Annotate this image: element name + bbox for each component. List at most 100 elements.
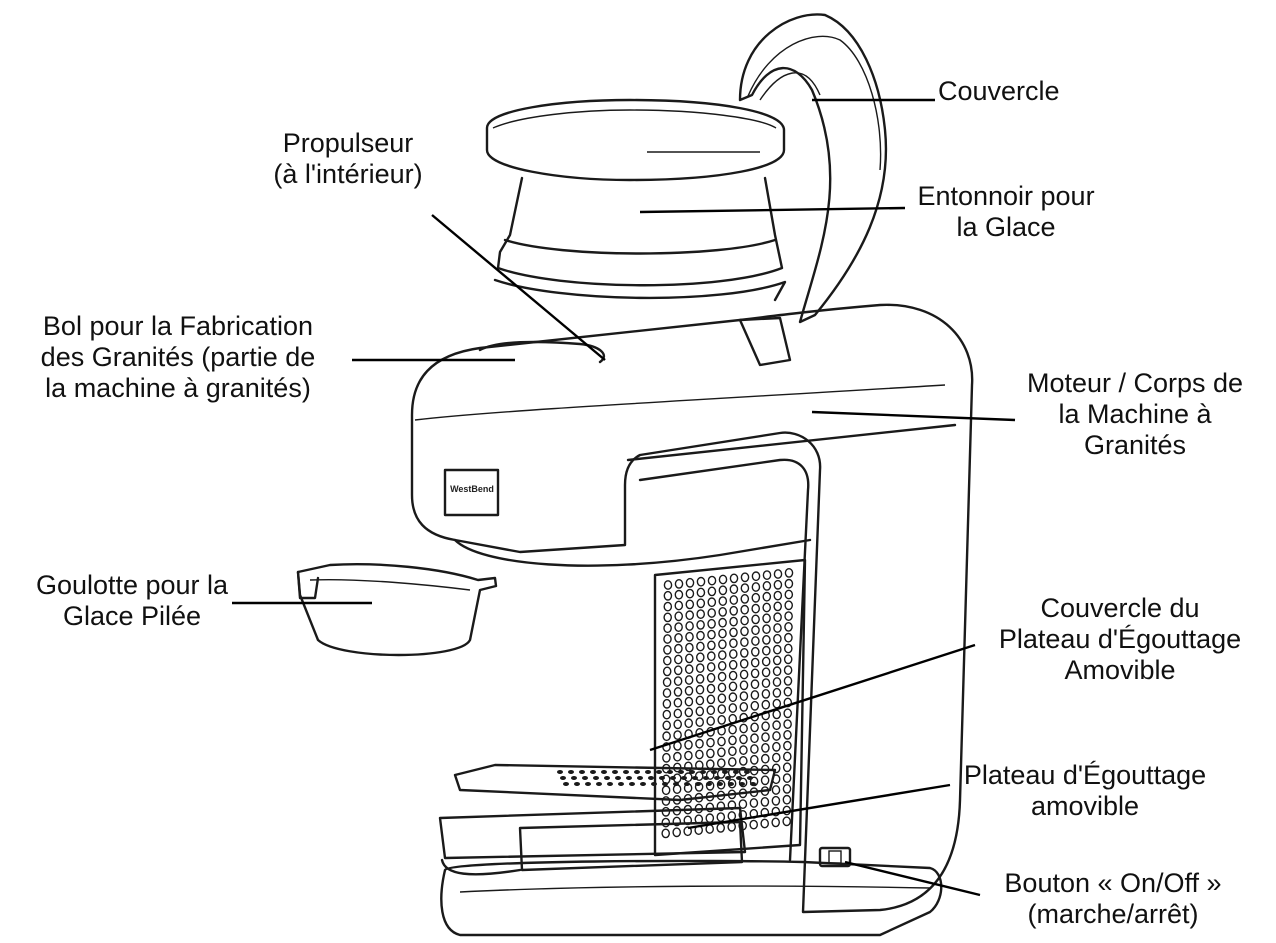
perforation-hole [695,695,705,706]
perforation-hole [728,735,737,746]
perforation-hole [662,709,672,720]
perforation-hole [673,665,683,676]
grille-hole [634,770,640,774]
perforation-hole [761,710,771,721]
perforation-hole [783,708,793,719]
perforation-hole [717,671,727,682]
grille-hole [656,770,662,774]
perforation-hole [772,677,782,687]
perforation-hole [751,614,760,625]
perforation-hole [696,620,705,630]
switch-drawing [818,846,852,868]
perforation-hole [717,758,726,768]
perforation-hole [728,670,738,681]
perforation-hole [750,690,760,700]
perforation-hole [663,590,673,601]
perforation-hole [772,709,782,720]
grille-hole [678,770,684,774]
label-couvercle-plateau: Couvercle du Plateau d'Égouttage Amovibl… [998,593,1242,685]
perforation-hole [739,669,749,680]
perforation-hole [761,732,770,742]
perforation-hole [739,723,748,734]
perforation-hole [729,627,738,638]
perforation-hole [751,636,760,646]
perforation-hole [772,752,781,763]
perforation-hole [696,576,706,587]
perforation-hole [761,743,770,753]
perforation-hole [672,784,682,794]
label-goulotte: Goulotte pour la Glace Pilée [35,570,229,631]
grille-hole [684,782,690,786]
perforation-hole [662,752,671,763]
grille-hole [662,782,668,786]
perforation-hole [727,821,737,832]
perforation-hole [674,589,684,600]
perforation-hole [685,653,694,664]
perforation-hole [716,812,726,822]
grille-hole [607,782,613,786]
grille-hole [714,776,720,780]
perforation-hole [696,598,706,609]
grille-hole [557,770,563,774]
perforation-hole [716,801,726,812]
perforation-hole [773,601,783,612]
grille-hole [739,782,745,786]
perforation-hole [706,694,716,705]
grille-hole [568,770,574,774]
perforation-hole [749,798,759,808]
perforation-hole [761,689,771,699]
body-drawing [410,303,974,914]
perforation-hole [684,718,694,729]
perforation-hole [707,629,716,640]
perforation-hole [706,748,715,759]
perforation-hole [773,623,782,633]
perforation-hole [661,828,671,839]
perforation-hole [783,676,793,686]
perforation-hole [718,639,727,650]
perforation-hole [695,706,705,717]
perforation-hole [784,611,793,621]
perforation-hole [706,705,716,716]
perforation-hole [684,761,693,772]
funnel-drawing [485,98,787,302]
perforation-hole [740,637,749,647]
perforation-hole [674,633,683,643]
perforation-hole [772,655,782,666]
perforation-hole [773,579,783,590]
perforation-hole [685,588,695,599]
perforation-hole [672,816,682,827]
perforation-hole [661,785,671,796]
perforated-panel-drawing [653,558,807,857]
perforation-hole [762,635,771,645]
perforation-hole [717,661,727,671]
perforation-hole [707,618,716,629]
perforation-hole [773,612,782,623]
perforation-hole [729,584,739,595]
perforation-hole [751,592,761,603]
perforation-hole [663,623,672,634]
perforation-hole [728,746,737,757]
perforation-hole [782,794,792,805]
perforation-hole [717,693,727,704]
perforation-hole [783,686,793,697]
grille-hole [574,782,580,786]
perforation-hole [717,736,726,747]
perforation-hole [706,737,715,748]
perforation-hole [771,806,781,817]
perforation-hole [684,664,694,675]
perforation-hole [674,622,683,632]
perforation-hole [784,589,794,600]
perforation-hole [784,578,794,589]
grille-hole [673,782,679,786]
grille-hole [645,770,651,774]
perforation-hole [685,599,695,610]
perforation-hole [750,744,759,754]
perforation-hole [750,754,759,765]
perforation-hole [662,720,672,731]
grille-hole [571,776,577,780]
perforation-hole [718,596,728,606]
perforation-hole [684,696,694,707]
perforation-hole [762,613,771,624]
perforation-hole [696,587,706,598]
perforation-hole [772,698,782,709]
